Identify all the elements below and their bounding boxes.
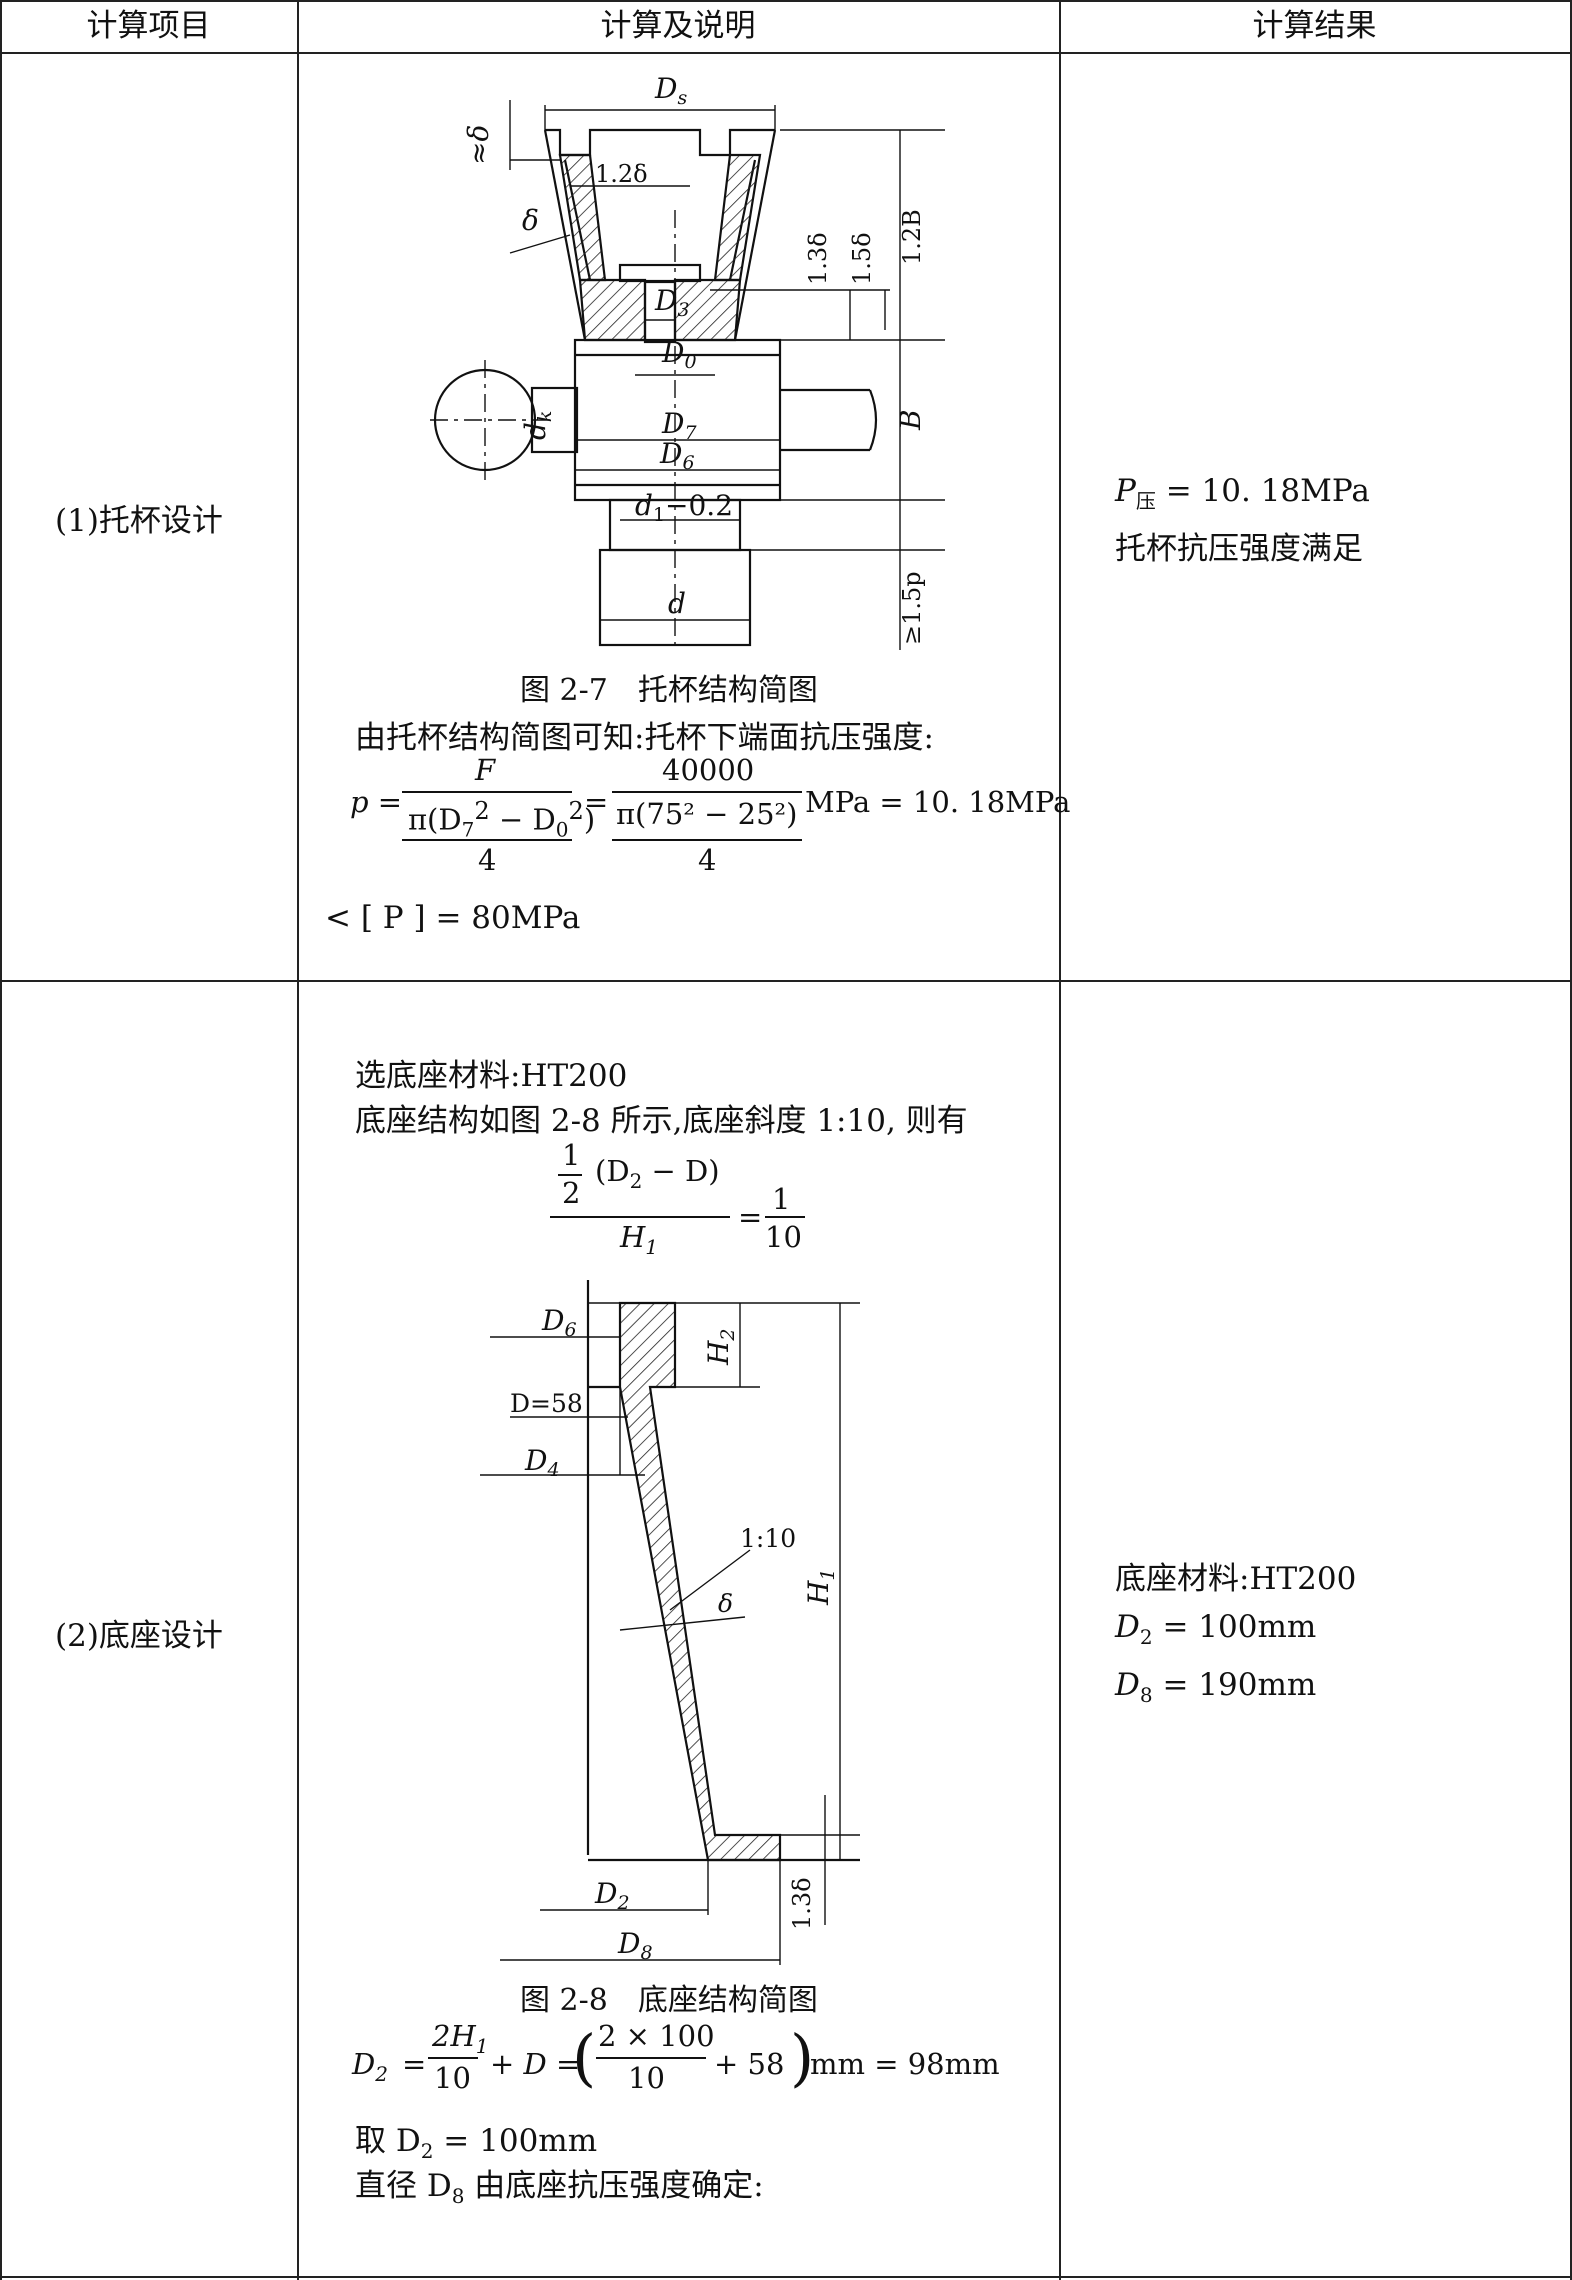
- label-d8: D8: [617, 1927, 653, 1964]
- row1-formula: p = F π(D72 − D02) 4 = 40000 π(75² − 25²…: [350, 753, 1070, 885]
- header-bottom-border: [0, 52, 1572, 54]
- row1-result: P压 = 10. 18MPa 托杯抗压强度满足: [1115, 467, 1370, 573]
- fraction-bar-2b: [612, 839, 802, 841]
- formula-den-1: π(D72 − D02): [408, 797, 596, 842]
- row2-result: 底座材料:HT200 D2 = 100mm D8 = 190mm: [1115, 1555, 1356, 1719]
- label-ds: Ds: [654, 72, 687, 109]
- table-right-border: [1570, 0, 1572, 2280]
- row2-result-material: 底座材料:HT200: [1115, 1561, 1357, 1597]
- row1-result-pressure: P压 = 10. 18MPa: [1115, 473, 1370, 514]
- row2-result-d8: D8 = 190mm: [1115, 1667, 1317, 1708]
- label-ge-1-5p: ≥1.5p: [898, 571, 926, 645]
- formula-lhs: p =: [350, 785, 403, 819]
- row2-result-d2: D2 = 100mm: [1115, 1609, 1317, 1650]
- figure-2-7-caption: 图 2-7 托杯结构简图: [520, 673, 818, 708]
- label-d6: D6: [659, 437, 695, 474]
- formula-num-40000: 40000: [662, 753, 755, 787]
- label-d2: D2: [594, 1877, 630, 1914]
- label-d4: D4: [524, 1444, 560, 1481]
- label-d: d: [668, 587, 686, 620]
- label-dk: dk: [519, 411, 556, 440]
- formula-den-2: π(75² − 25²): [616, 797, 798, 831]
- header-calc-item: 计算项目: [86, 8, 211, 44]
- col-divider-2: [1059, 0, 1061, 2280]
- fraction-bar-1: [402, 791, 572, 793]
- header-calc-desc: 计算及说明: [600, 8, 756, 44]
- table-bottom-border: [0, 2276, 1572, 2278]
- label-d3: D3: [654, 284, 690, 321]
- label-d-58: D=58: [510, 1389, 583, 1418]
- row1-text-1: 由托杯结构简图可知:托杯下端面抗压强度:: [355, 720, 934, 756]
- header-calc-result: 计算结果: [1252, 8, 1377, 44]
- paren-left: (: [572, 2021, 597, 2094]
- row2-text-2: 底座结构如图 2-8 所示,底座斜度 1:10, 则有: [355, 1103, 968, 1139]
- row2-d2-formula: D2 = 2H1 10 + D = ( 2 × 100 10 + 58 ) mm…: [352, 2019, 1000, 2095]
- row2-item-label: (2)底座设计: [55, 1618, 223, 1654]
- label-h1: H1: [802, 1568, 839, 1606]
- label-h2: H2: [702, 1328, 739, 1366]
- formula-four-2: 4: [698, 843, 717, 877]
- figure-2-8-caption: 图 2-8 底座结构简图: [520, 1983, 818, 2018]
- table-top-border: [0, 0, 1572, 2]
- fraction-bar-2: [612, 791, 802, 793]
- label-1-5-delta: 1.5δ: [848, 232, 876, 285]
- formula-tail: MPa = 10. 18MPa: [805, 785, 1071, 819]
- figure-2-7-cup-diagram: Ds ≈δ 1.2δ δ 1.3δ 1.5δ 1.2B D3 D0 dk D7 …: [430, 72, 945, 650]
- label-slope-1-10: 1:10: [740, 1524, 796, 1553]
- formula-four-1: 4: [478, 843, 497, 877]
- paren-right: ): [790, 2021, 815, 2094]
- label-1-3-delta: 1.3δ: [804, 232, 832, 285]
- label-1-3-delta-base: 1.3δ: [788, 1877, 816, 1930]
- formula-num-f: F: [475, 753, 496, 787]
- formula-eq: =: [584, 785, 609, 819]
- row1-text-2: < [ P ] = 80MPa: [325, 900, 581, 936]
- label-1-2-delta: 1.2δ: [595, 160, 648, 188]
- label-d7: D7: [661, 407, 697, 444]
- row1-item-label: (1)托杯设计: [55, 503, 223, 539]
- label-approx-delta: ≈δ: [462, 125, 495, 165]
- row2-text-3: 取 D2 = 100mm: [355, 2123, 598, 2164]
- row2-slope-equation: 1 2 (D2 − D) H1 = 1 10: [550, 1138, 830, 1260]
- label-delta: δ: [522, 204, 539, 237]
- table-left-border: [0, 0, 2, 2280]
- row-divider: [0, 980, 1572, 982]
- row1-result-ok: 托杯抗压强度满足: [1115, 531, 1363, 568]
- figure-2-8-base-diagram: D6 H2 D=58 D4 1:10 δ H1 D2 1.3δ D8: [480, 1280, 860, 1965]
- row2-text-4: 直径 D8 由底座抗压强度确定:: [355, 2168, 764, 2209]
- col-divider-1: [297, 0, 299, 2280]
- label-d0: D0: [661, 336, 697, 373]
- label-d1: d1−0.2: [635, 489, 733, 526]
- label-delta-base: δ: [718, 1589, 733, 1618]
- label-1-2-b: 1.2B: [898, 209, 926, 265]
- label-d6-base: D6: [541, 1304, 577, 1341]
- row2-text-1: 选底座材料:HT200: [355, 1058, 628, 1094]
- fraction-bar-1b: [402, 839, 572, 841]
- label-b: B: [894, 409, 927, 431]
